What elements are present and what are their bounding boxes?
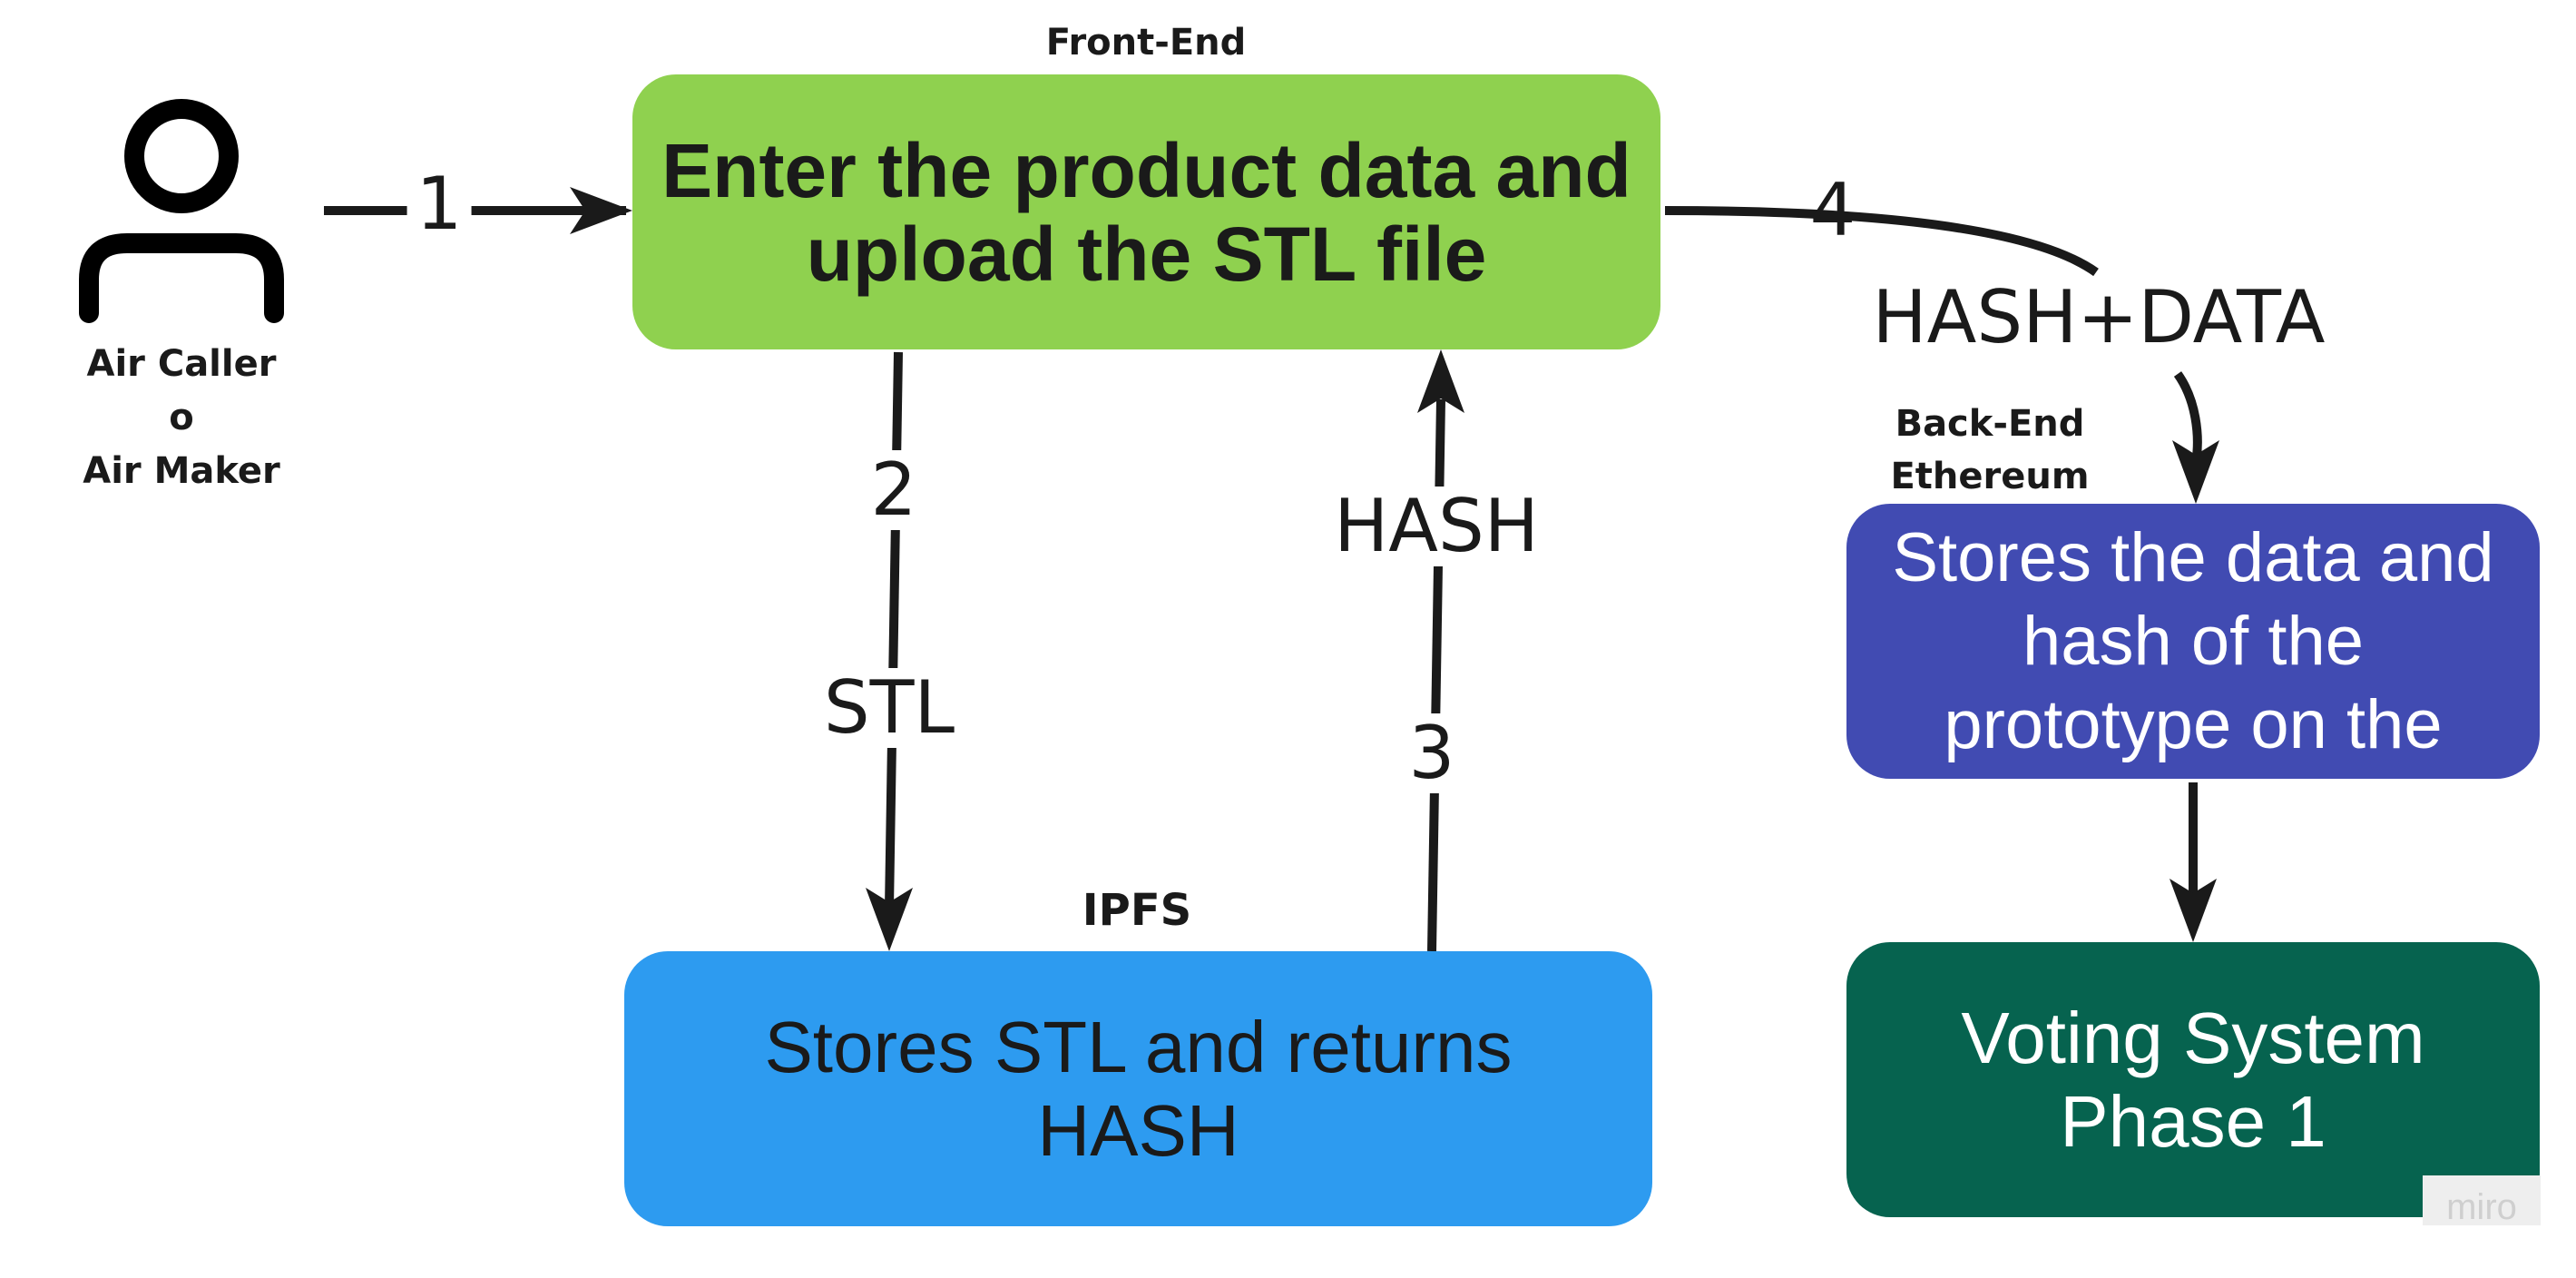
voting-node[interactable]: Voting System Phase 1 [1846, 942, 2540, 1217]
connector-ipfs-to-frontend [1417, 349, 1464, 952]
connector-sublabel-stl: STL [814, 668, 965, 748]
voting-node-text: Voting System Phase 1 [1961, 997, 2425, 1162]
ipfs-node-text: Stores STL and returns HASH [764, 1006, 1513, 1171]
ipfs-heading: IPFS [1082, 885, 1192, 936]
ethereum-node[interactable]: Stores the data and hash of the prototyp… [1846, 504, 2540, 779]
connector-label-4: 4 [1809, 168, 1856, 252]
connector-ethereum-to-voting [2170, 782, 2217, 942]
connector-label-3: 3 [1399, 713, 1464, 793]
backend-heading: Back-End Ethereum [1890, 403, 2090, 497]
miro-watermark: miro [2423, 1175, 2541, 1225]
connector-sublabel-hash: HASH [1325, 487, 1548, 566]
user-icon [79, 99, 284, 323]
frontend-node[interactable]: Enter the product data and upload the ST… [632, 74, 1660, 349]
actor-label: Air Caller o Air Maker [83, 343, 280, 492]
ethereum-node-text: Stores the data and hash of the prototyp… [1892, 519, 2494, 763]
connector-label-2: 2 [861, 450, 926, 530]
connector-actor-to-frontend [324, 187, 632, 234]
ipfs-node[interactable]: Stores STL and returns HASH [624, 951, 1652, 1226]
frontend-node-text: Enter the product data and upload the ST… [661, 127, 1631, 297]
connector-frontend-to-ethereum [1664, 206, 2219, 504]
frontend-heading: Front-End [1045, 22, 1247, 64]
connector-sublabel-hash-data: HASH+DATA [1863, 278, 2335, 358]
connector-label-1: 1 [406, 164, 472, 244]
connector-frontend-to-ipfs [866, 351, 913, 951]
